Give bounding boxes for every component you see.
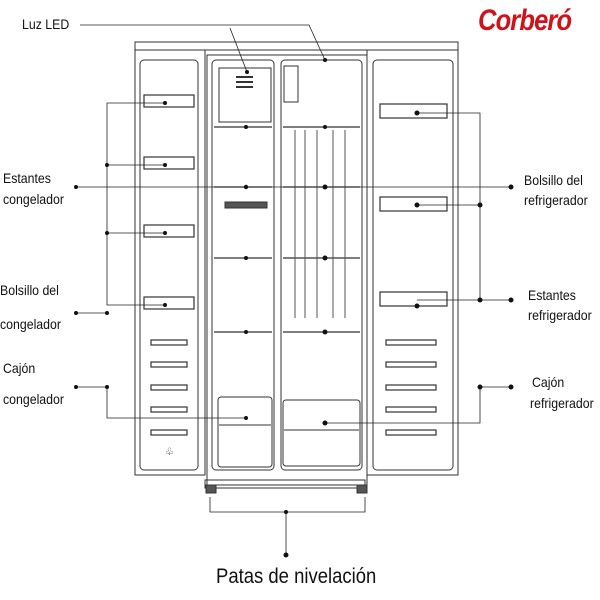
vent <box>224 201 268 209</box>
leader-dots <box>74 58 514 558</box>
corbero-logo: Corberó <box>478 4 572 37</box>
shelves <box>214 126 360 333</box>
label-congelador: congelador <box>3 391 64 407</box>
label-refrigerador: refrigerador <box>528 307 592 323</box>
freezer-door: ♧ <box>134 49 206 476</box>
freezer-door-slots <box>150 339 188 436</box>
label-estantes: Estantes <box>528 287 576 303</box>
ice-maker <box>218 67 272 123</box>
label-luz-led: Luz LED <box>22 16 70 32</box>
label-patas-de-nivelacion: Patas de nivelación <box>216 565 377 588</box>
label-estantes: Estantes <box>3 170 51 186</box>
fridge-drawer <box>282 399 361 467</box>
drop-icon: ♧ <box>165 447 174 458</box>
fridge-compartment <box>280 59 363 471</box>
freezer-compartment <box>211 59 275 471</box>
label-refrigerador: refrigerador <box>524 192 588 208</box>
top-frame <box>134 41 459 51</box>
label-cajon: Cajón <box>3 360 36 376</box>
label-congelador: congelador <box>0 316 61 332</box>
freezer-door-pockets <box>143 94 195 310</box>
leveling-foot-left <box>205 484 217 494</box>
label-cajon: Cajón <box>532 374 565 390</box>
label-refrigerador: refrigerador <box>530 395 594 411</box>
leader-lines <box>76 24 511 555</box>
fridge-door <box>366 49 459 476</box>
label-bolsillo-del: Bolsillo del <box>524 172 583 188</box>
label-bolsillo-del: Bolsillo del <box>0 282 59 298</box>
cabinet <box>204 54 368 494</box>
led-light <box>283 65 299 103</box>
leveling-foot-right <box>356 484 368 494</box>
fridge-rods <box>294 130 346 318</box>
label-congelador: congelador <box>3 191 64 207</box>
freezer-drawer <box>217 396 273 468</box>
